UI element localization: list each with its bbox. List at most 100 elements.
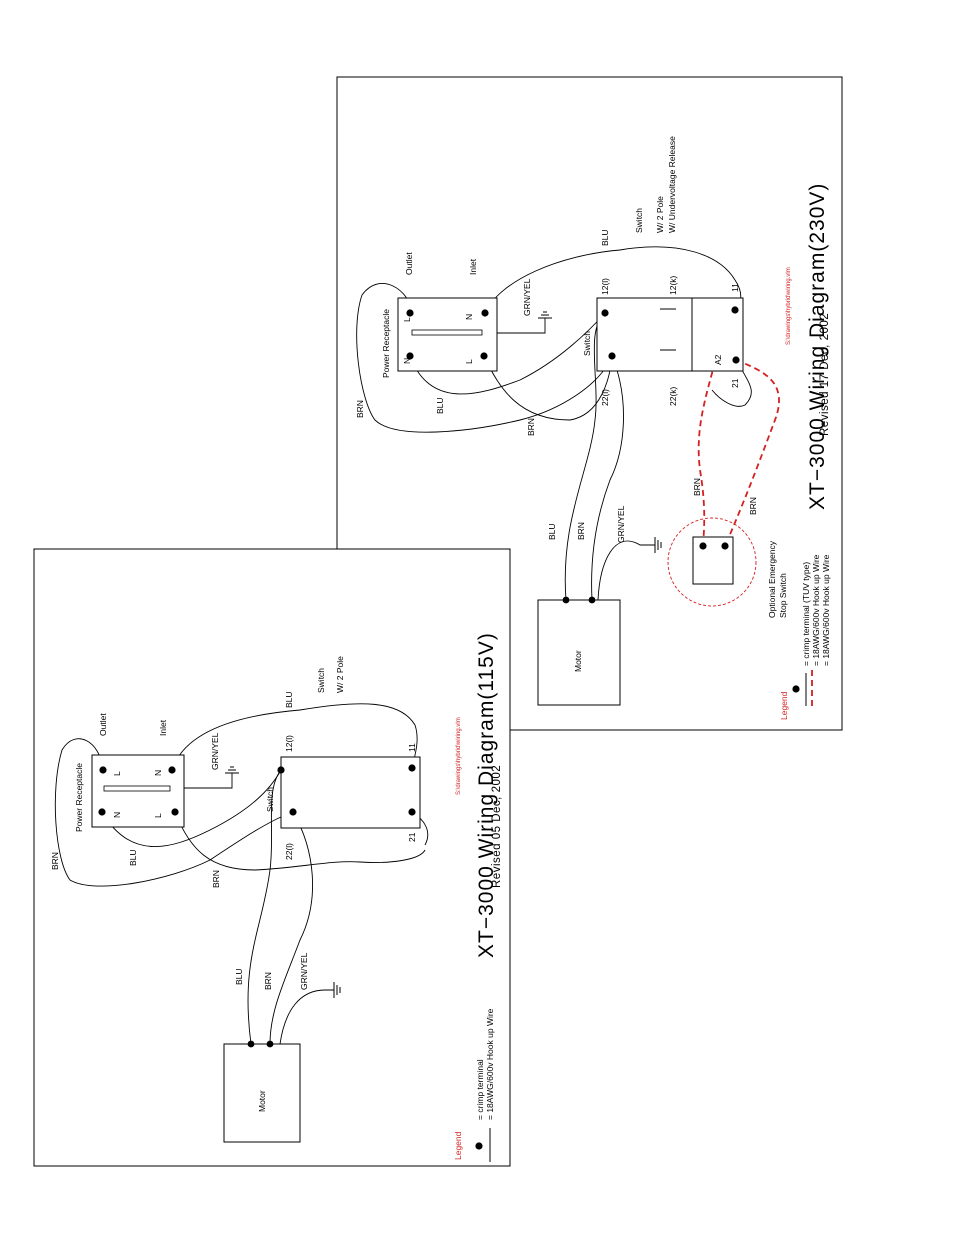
legend-hookup1-label: = 18AWG/600v Hook up Wire — [485, 1008, 495, 1120]
switch-sub1-label: W/ 2 Pole — [335, 656, 345, 693]
terminal-l-top: L — [402, 317, 412, 322]
grn-yel-motor-label: GRN/YEL — [616, 505, 626, 543]
terminal-22i-label: 22(l) — [284, 843, 294, 860]
crimp-terminal — [699, 542, 707, 550]
blu-top-label: BLU — [284, 691, 294, 708]
outlet-label: Outlet — [98, 713, 108, 736]
wire-blu-receptacle-left — [409, 312, 606, 395]
wire-brn-motor — [269, 811, 314, 1045]
terminal-a2-label: A2 — [713, 354, 723, 365]
motor-box-115v — [223, 1043, 301, 1143]
blu-left-label: BLU — [435, 397, 445, 414]
switch-box-115v — [280, 756, 421, 829]
switch-title-label: Switch — [634, 208, 644, 233]
terminal-12k-label: 12(k) — [668, 275, 678, 295]
wire-brn-to-switch — [483, 355, 613, 421]
crimp-terminal — [480, 352, 488, 360]
brn-estop2-label: BRN — [748, 497, 758, 515]
crimp-terminal — [721, 542, 729, 550]
terminal-n-top: N — [402, 358, 412, 364]
terminal-n-top: N — [112, 812, 122, 818]
wire-brn-to-switch — [174, 811, 426, 871]
sheet-230v-title: XT−3000 Wiring Diagram(230V) — [806, 183, 829, 510]
wire-blu-inlet-to-switch — [171, 703, 418, 771]
brn-motor-label: BRN — [576, 522, 586, 540]
legend-title: Legend — [453, 1131, 463, 1160]
blu-motor-label: BLU — [547, 523, 557, 540]
power-receptacle-label: Power Receptacle — [381, 309, 391, 378]
sheet-230v-wires — [356, 246, 752, 601]
terminal-22k-label: 22(k) — [668, 386, 678, 406]
legend-title: Legend — [779, 691, 789, 720]
blu-top-label: BLU — [600, 229, 610, 246]
wire-brn-outlet-loop — [356, 283, 613, 433]
switch-box-230v — [596, 297, 744, 372]
wire-blu-receptacle-left — [101, 769, 282, 847]
crimp-terminal — [247, 1040, 255, 1048]
crimp-terminal — [168, 766, 176, 774]
power-receptacle-label: Power Receptacle — [74, 763, 84, 832]
wire-blu-motor — [247, 769, 282, 1045]
brn-mid-label: BRN — [526, 418, 536, 436]
crimp-terminal — [99, 766, 107, 774]
crimp-terminal — [588, 596, 596, 604]
terminal-n-bottom: N — [153, 770, 163, 776]
wire-blu-inlet-to-switch — [484, 246, 742, 314]
legend-crimp-symbol — [792, 685, 800, 693]
blu-motor-label: BLU — [234, 968, 244, 985]
switch-mid-label: Switch — [582, 331, 592, 356]
motor-label: Motor — [257, 1090, 267, 1112]
file-path-label: S:\drawings\hybrid\wiring.vlm — [456, 717, 462, 795]
receptacle-slot-230v — [411, 329, 483, 336]
crimp-terminal — [562, 596, 570, 604]
switch-sub1-label: W/ 2 Pole — [655, 196, 665, 233]
motor-label: Motor — [573, 650, 583, 672]
sheet-230v-revised: Revised 17 Dec, 2002 — [819, 313, 831, 436]
crimp-terminal — [277, 766, 285, 774]
terminal-12i-label: 12(l) — [284, 735, 294, 752]
crimp-terminal — [481, 309, 489, 317]
wire-hookup-red-1 — [724, 359, 780, 547]
terminal-l-bottom: L — [153, 813, 163, 818]
ground-symbol — [538, 311, 552, 319]
crimp-terminal — [408, 808, 416, 816]
grn-yel-inlet-label: GRN/YEL — [522, 278, 532, 316]
crimp-terminal — [608, 352, 616, 360]
crimp-terminal — [171, 808, 179, 816]
sheet-115v: Power Receptacle Outlet Inlet N L N L GR… — [33, 548, 511, 1167]
wire-loop-21 — [711, 355, 752, 407]
ground-symbol — [333, 982, 341, 998]
grn-yel-inlet-label: GRN/YEL — [210, 732, 220, 770]
switch-mid-label: Switch — [265, 787, 275, 812]
terminal-22i-label: 22(l) — [600, 389, 610, 406]
blu-left-label: BLU — [128, 849, 138, 866]
crimp-terminal — [406, 309, 414, 317]
estop-line1-label: Optional Emergency — [767, 540, 777, 618]
wire-brn-motor — [591, 355, 624, 601]
crimp-terminal — [601, 309, 609, 317]
wire-brn-outlet-loop — [54, 738, 294, 887]
wire-grnyel-motor — [279, 989, 334, 1045]
crimp-terminal — [408, 764, 416, 772]
switch-title-label: Switch — [316, 668, 326, 693]
wire-grnyel-inlet — [487, 318, 546, 334]
crimp-terminal — [732, 356, 740, 364]
terminal-21-label: 21 — [730, 378, 740, 388]
terminal-12i-label: 12(l) — [600, 278, 610, 295]
brn-left-label: BRN — [355, 400, 365, 418]
legend-crimp-label: = crimp terminal (TUV type) — [801, 562, 811, 666]
inlet-label: Inlet — [468, 258, 478, 275]
sheet-115v-title: XT−3000 Wiring Diagram(115V) — [475, 632, 498, 958]
sheet-115v-wires — [54, 703, 429, 1045]
ground-symbol — [225, 766, 239, 774]
legend-crimp-label: = crimp terminal — [475, 1059, 485, 1120]
sheet-115v-labels: Power Receptacle Outlet Inlet N L N L GR… — [50, 632, 503, 1160]
legend-hookup1-label: = 18AWG/600v Hook up Wire — [811, 554, 821, 666]
terminal-11-label: 11 — [407, 743, 417, 752]
brn-mid-label: BRN — [211, 870, 221, 888]
wire-grnyel-motor — [597, 540, 655, 601]
terminal-l-top: L — [112, 771, 122, 776]
estop-dashed-circle — [667, 517, 757, 607]
legend-crimp-symbol — [475, 1142, 483, 1150]
